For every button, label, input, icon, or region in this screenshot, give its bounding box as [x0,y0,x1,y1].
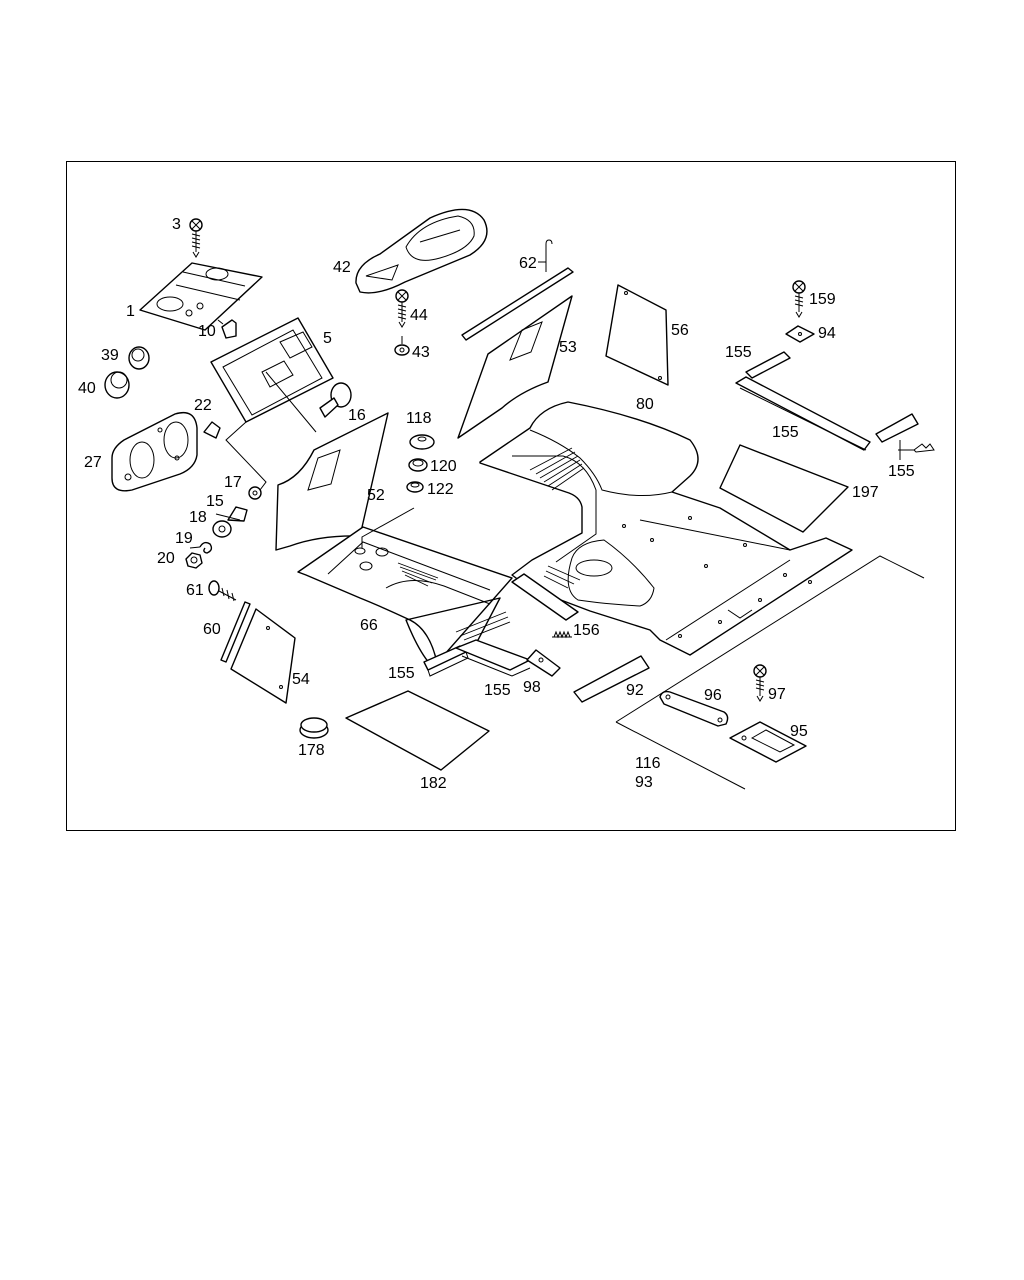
callout-97: 97 [768,686,786,703]
cover-plate-1 [139,262,263,331]
strip-155-right-end [875,413,919,443]
callout-10: 10 [198,323,216,340]
mat-197 [719,444,849,533]
callout-120: 120 [430,458,457,475]
callout-155-front-right: 155 [484,682,511,699]
strip-155-right-small [745,351,791,379]
clip-10 [221,319,237,339]
strap-96 [659,690,729,727]
strip-155-center [511,573,579,621]
callout-66: 66 [360,617,378,634]
side-panel-53 [457,295,573,439]
bracket-98 [526,649,561,677]
panel-outline-116-93 [615,555,925,790]
nut-43 [394,336,410,356]
callout-98: 98 [523,679,541,696]
knob-39 [128,346,150,370]
callout-178: 178 [298,742,325,759]
clip-15 [227,506,248,522]
callout-60: 60 [203,621,221,638]
callout-54: 54 [292,671,310,688]
screw-159 [792,280,806,318]
screw-44 [395,289,409,328]
callout-182: 182 [420,775,447,792]
callout-39: 39 [101,347,119,364]
callout-95: 95 [790,723,808,740]
strip-155-right-long [735,376,871,451]
callout-40: 40 [78,380,96,397]
seal-strip-53 [461,267,574,341]
washer-18 [212,520,232,538]
callout-155-right-end: 155 [888,463,915,480]
instrument-panel-27 [111,411,198,492]
callout-93: 93 [635,774,653,791]
grommet-122 [406,481,424,493]
callout-122: 122 [427,481,454,498]
callout-15: 15 [206,493,224,510]
diagram-frame [66,161,956,831]
callout-52: 52 [367,487,385,504]
grommet-178 [299,717,329,739]
callout-94: 94 [818,325,836,342]
callout-1: 1 [126,303,135,320]
callout-92: 92 [626,682,644,699]
callout-43: 43 [412,344,430,361]
callout-42: 42 [333,259,351,276]
clip-94 [785,325,815,343]
callout-118: 118 [406,410,432,427]
callout-116: 116 [635,755,661,772]
mat-182 [345,690,490,771]
strip-155-front-right [455,639,531,677]
callout-22: 22 [194,397,212,414]
callout-16: 16 [348,407,366,424]
callout-27: 27 [84,454,102,471]
callout-17: 17 [224,474,242,491]
screw-3 [189,218,203,258]
grommet-120 [408,458,428,472]
grommet-118 [409,434,435,450]
knob-16 [319,382,352,418]
callout-5: 5 [323,330,332,347]
spring-washer-19 [199,541,213,554]
callout-155-right-small: 155 [725,344,752,361]
side-panel-52 [275,412,389,551]
trim-panel-54 [230,608,296,704]
storage-tray-5 [210,317,334,423]
clip-156 [552,630,572,639]
panel-56 [605,284,669,386]
callout-44: 44 [410,307,428,324]
callout-96: 96 [704,687,722,704]
strip-92 [573,655,650,703]
screw-97 [753,664,767,702]
callout-155-right-long: 155 [772,424,799,441]
callout-61: 61 [186,582,204,599]
callout-3: 3 [172,216,181,233]
seal-strip-60 [220,601,251,663]
main-floor-80 [479,401,853,656]
knob-40 [104,371,130,399]
nut-20 [185,552,203,569]
callout-19: 19 [175,530,193,547]
callout-53: 53 [559,339,577,356]
callout-56: 56 [671,322,689,339]
callout-80: 80 [636,396,654,413]
washer-17 [248,486,262,500]
callout-156: 156 [573,622,600,639]
hook-62 [538,239,553,272]
grommet-22 [203,421,221,439]
plate-95 [729,721,807,763]
callout-62: 62 [519,255,537,272]
callout-197: 197 [852,484,879,501]
callout-155-front-left: 155 [388,665,415,682]
callout-20: 20 [157,550,175,567]
bracket-42 [355,208,488,294]
callout-18: 18 [189,509,207,526]
callout-159: 159 [809,291,836,308]
clip-155-right [898,440,935,460]
screw-61 [208,580,237,602]
